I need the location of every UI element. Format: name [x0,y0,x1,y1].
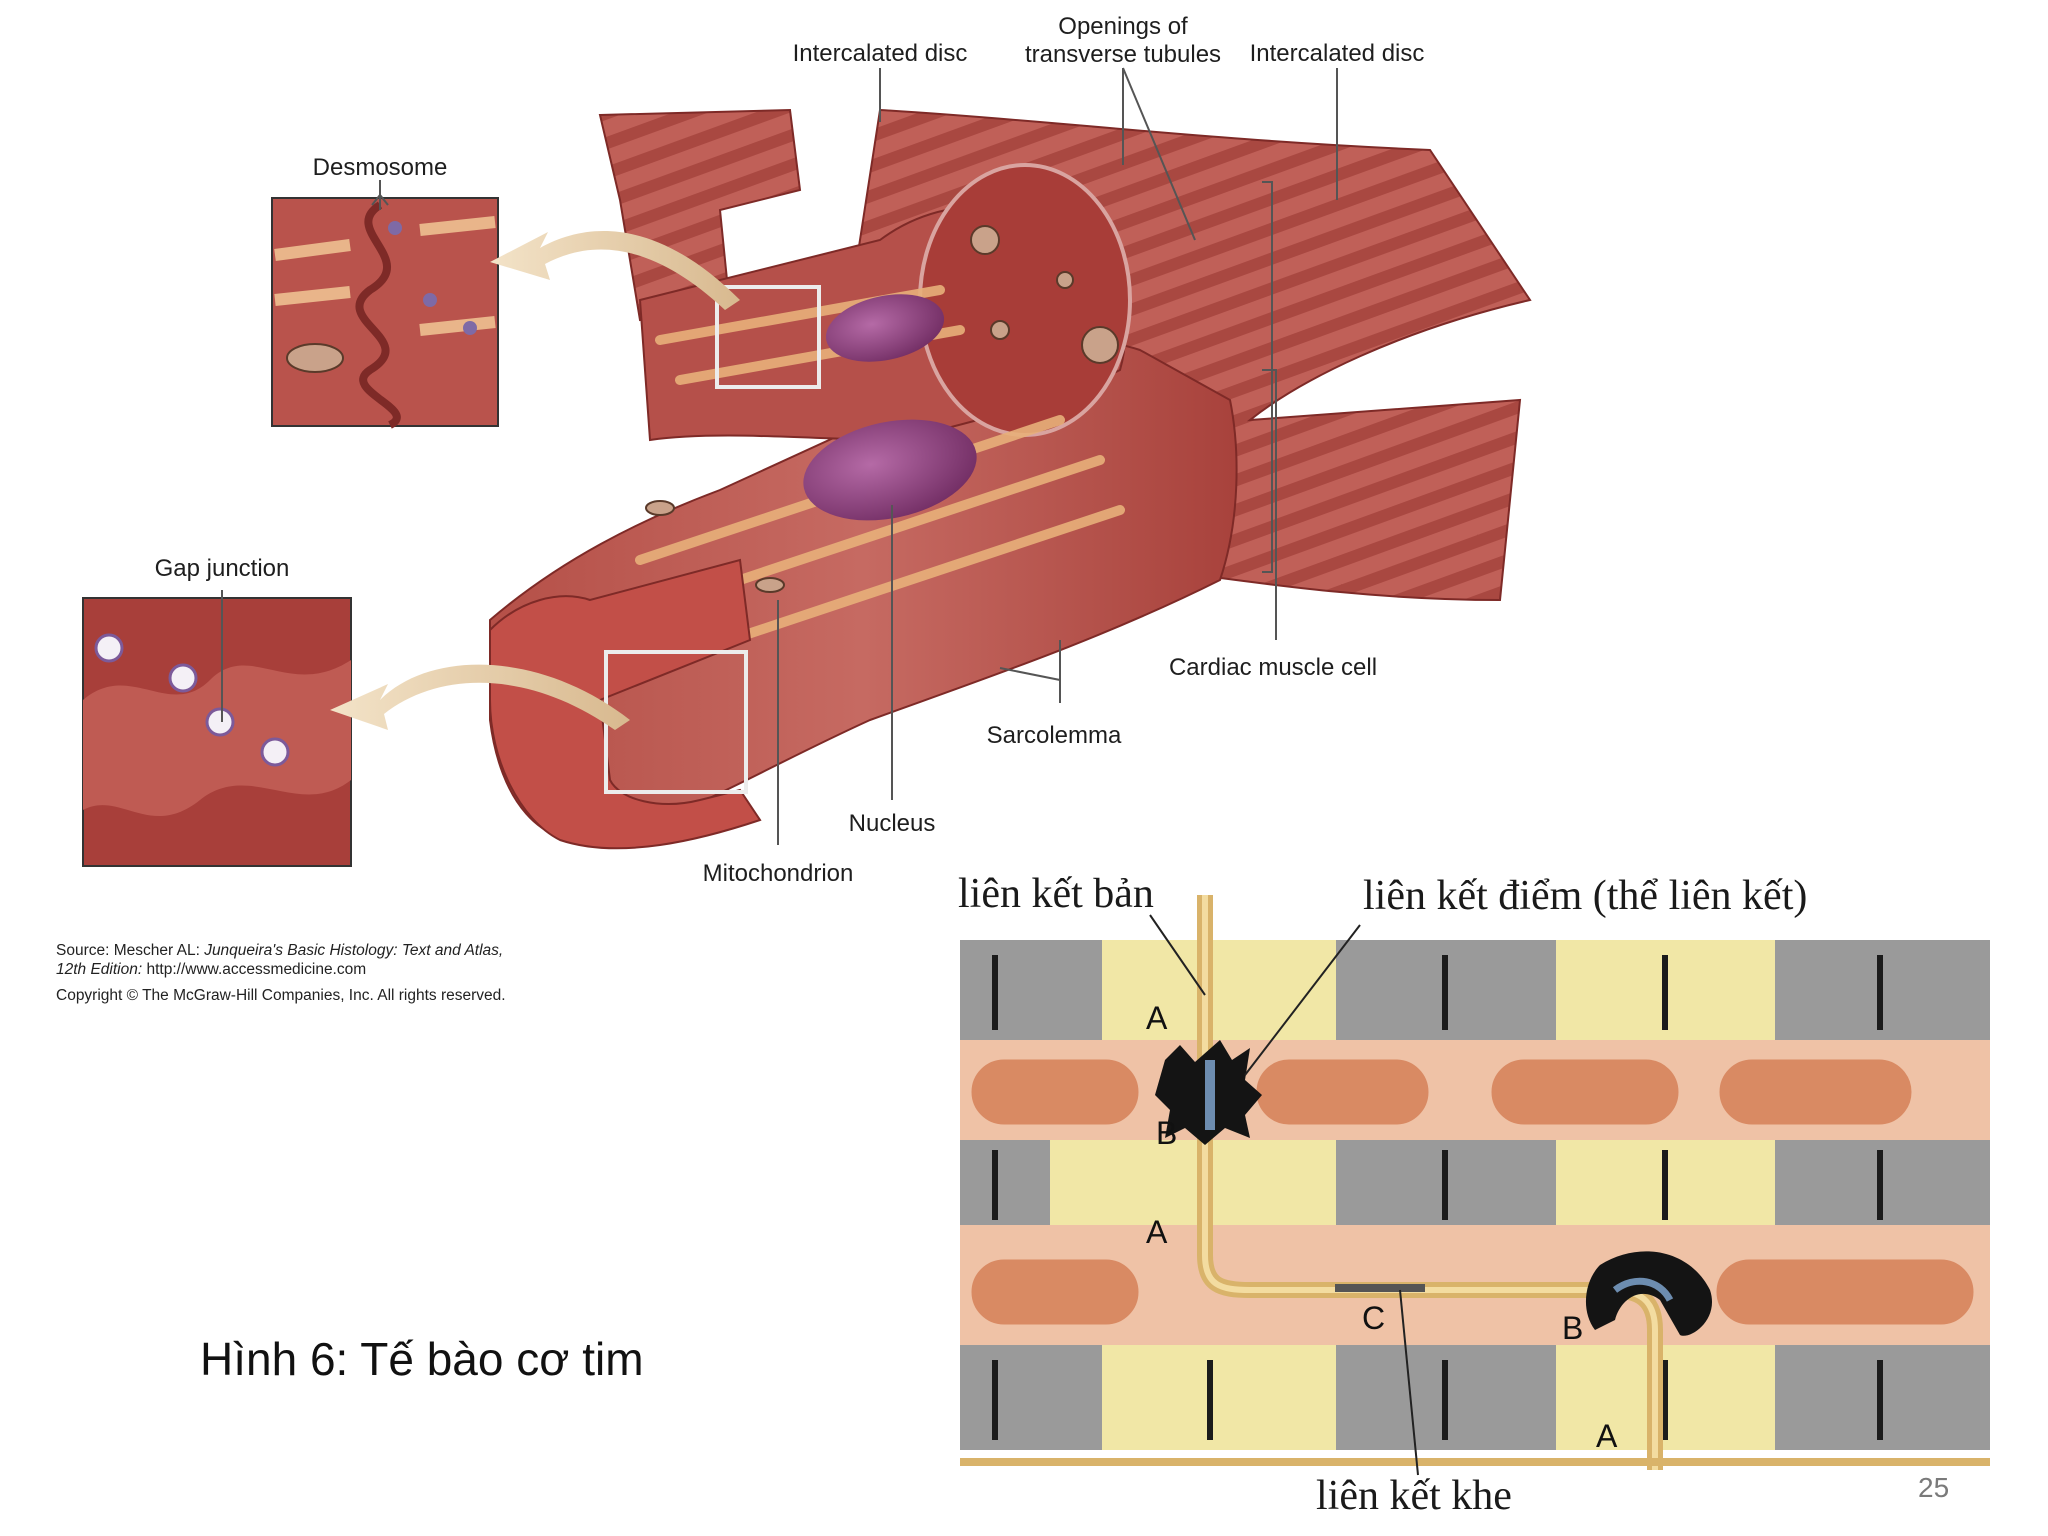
leader-lines [221,67,1338,845]
label-desmosome: Desmosome [312,154,448,181]
label-lien-ket-diem: liên kết điểm (thể liên kết) [1363,873,1808,919]
arrow-to-gap-junction [330,664,630,730]
letter-b-2: B [1562,1310,1584,1346]
gap-junction-bar [1335,1284,1425,1292]
desmosome-highlight-box [715,285,821,389]
label-nucleus: Nucleus [848,810,936,837]
source-line-2: 12th Edition: http://www.accessmedicine.… [56,961,367,978]
figure-caption: Hình 6: Tế bào cơ tim [200,1333,644,1385]
inset-mitochondrion [286,343,344,373]
label-gap-junction: Gap junction [154,555,290,582]
desmosome-inset [271,197,499,427]
gap-junction-channels [94,633,290,767]
letter-a-3: A [1596,1418,1618,1454]
label-intercalated-disc-left: Intercalated disc [792,40,968,67]
junction-diagram [960,895,1990,1476]
nucleus-upper [825,294,945,362]
page-number: 25 [1918,1472,1950,1503]
letter-a-2: A [1146,1214,1168,1250]
label-cardiac-muscle-cell: Cardiac muscle cell [1168,654,1378,681]
source-line-1: Source: Mescher AL: Junqueira's Basic Hi… [56,942,504,959]
desmosome-bottom [1585,1251,1713,1336]
nucleus-lower [803,419,977,521]
letter-a-1: A [1146,1000,1168,1036]
cross-section [918,163,1132,437]
label-lien-ket-khe: liên kết khe [1316,1473,1512,1519]
cut-face [489,558,762,850]
label-intercalated-disc-right: Intercalated disc [1249,40,1425,67]
label-sarcolemma: Sarcolemma [986,722,1122,749]
label-mitochondrion: Mitochondrion [702,860,854,887]
mitochondria [645,225,1119,593]
label-lien-ket-ban: liên kết bản [958,871,1154,917]
label-openings-transverse-tubules: Openings of transverse tubules [1024,13,1222,68]
arrow-to-desmosome [490,231,740,310]
letter-b-1: B [1156,1115,1178,1151]
source-copyright: Copyright © The McGraw-Hill Companies, I… [56,987,506,1004]
left-stub [598,108,802,322]
letter-c: C [1362,1300,1386,1336]
